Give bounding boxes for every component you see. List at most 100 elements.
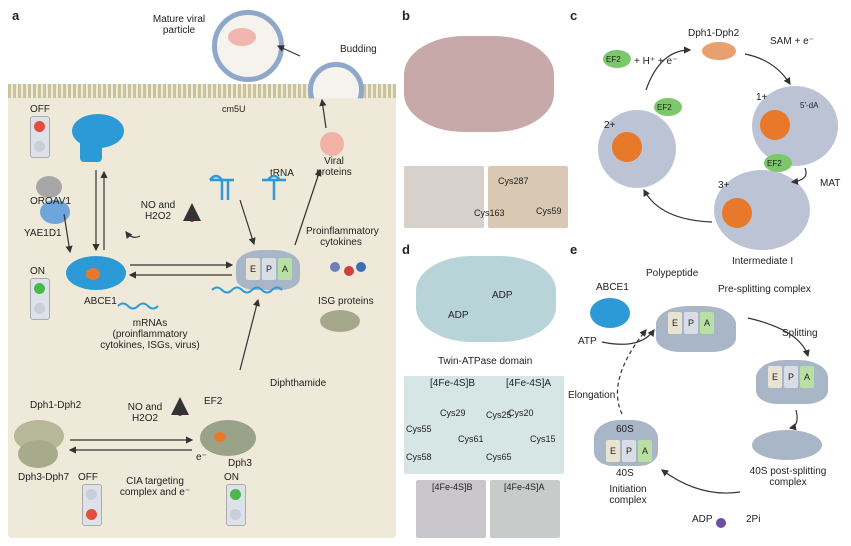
cys29-label: Cys29 xyxy=(440,408,466,418)
s40-label: 40S xyxy=(616,468,634,479)
traffic-light-on-1 xyxy=(30,278,50,320)
cytokine-icon-2 xyxy=(344,266,354,276)
dph-cluster-icon xyxy=(214,432,226,442)
c-ef2-label-2: EF2 xyxy=(657,103,672,112)
traffic-light-off-2 xyxy=(82,484,102,526)
dph3-complex-icon xyxy=(200,420,256,456)
on-label-2: ON xyxy=(224,472,239,483)
yae1d1-label: YAE1D1 xyxy=(24,228,62,239)
traffic-light-on-2 xyxy=(226,484,246,526)
e-site: E xyxy=(246,258,260,280)
e-split-a-site: A xyxy=(800,366,814,388)
adp-label-2: ADP xyxy=(492,290,513,301)
off-label-2: OFF xyxy=(78,472,98,483)
cys163-label: Cys163 xyxy=(474,208,505,218)
c-intermediate-label: Intermediate I xyxy=(732,256,794,267)
budding-label: Budding xyxy=(340,44,377,55)
mature-label: Mature viral particle xyxy=(152,14,206,36)
panel-b-label: b xyxy=(402,8,410,23)
isg-label: ISG proteins xyxy=(318,296,374,307)
c-ef2-label-1: EF2 xyxy=(606,55,621,64)
viral-protein-icon xyxy=(320,132,344,156)
dph37-label: Dph3-Dph7 xyxy=(18,472,70,483)
oroav1-icon xyxy=(36,176,62,198)
adp-label-e: ADP xyxy=(692,514,713,525)
panel-e-label: e xyxy=(570,242,578,257)
twin-atpase-image xyxy=(416,256,556,342)
cys59-label: Cys59 xyxy=(536,206,562,216)
c-ef2-label-3: EF2 xyxy=(767,159,782,168)
c-ef2-icon-2 xyxy=(654,98,682,116)
atp-label: ATP xyxy=(578,336,597,347)
c-cluster-1 xyxy=(612,132,642,162)
cys55-label: Cys55 xyxy=(406,424,432,434)
presplit-label: Pre-splitting complex xyxy=(718,284,811,295)
no-h2o2-label-2: NO and H2O2 xyxy=(127,402,163,424)
e-abce1-icon xyxy=(590,298,630,328)
c-dph12-label: Dph1-Dph2 xyxy=(688,28,740,39)
fe4sB-label-2: [4Fe-4S]B xyxy=(432,482,473,492)
cia-label: CIA targeting complex and e⁻ xyxy=(119,476,191,498)
c-cluster-3 xyxy=(722,198,752,228)
abce1-zoom-image-1 xyxy=(404,166,484,228)
viral-proteins-label: Viral proteins xyxy=(316,156,352,178)
c-ef2-icon-1 xyxy=(603,50,631,68)
isg-icon xyxy=(320,310,360,332)
dph37-icon xyxy=(18,440,58,468)
c-dph12-icon xyxy=(702,42,736,60)
mrnas-label: mRNAs (proinflammatory cytokines, ISGs, … xyxy=(100,318,200,351)
initiation-label: Initiation complex xyxy=(609,484,647,506)
cm5u-label: cm5U xyxy=(222,104,246,114)
fe4sA-label: [4Fe-4S]A xyxy=(506,378,552,389)
proinflammatory-label: Proinflammatory cytokines xyxy=(306,226,379,248)
no-h2o2-label-1: NO and H2O2 xyxy=(140,200,176,222)
trna-label: tRNA xyxy=(270,168,294,179)
fe4sB-zoom-image xyxy=(416,480,486,538)
c-2plus-label: 2+ xyxy=(604,120,616,131)
panel-c-label: c xyxy=(570,8,578,23)
ef2-label-a: EF2 xyxy=(204,396,223,407)
fe4sA-zoom-image xyxy=(490,480,560,538)
eminus-label: e⁻ xyxy=(196,452,207,463)
abce1-surface-image xyxy=(404,36,554,132)
c-1plus-label: 1+ xyxy=(756,92,768,103)
post-split-label: 40S post-splitting complex xyxy=(749,466,827,488)
panel-d-label: d xyxy=(402,242,410,257)
cell-membrane xyxy=(8,84,396,98)
twin-atpase-label: Twin-ATPase domain xyxy=(438,356,533,367)
e-presplit-a-site: A xyxy=(700,312,714,334)
pi-label: 2Pi xyxy=(746,514,761,525)
panel-a-arrows xyxy=(63,45,327,454)
panel-a-label: a xyxy=(12,8,20,23)
fes-cluster-icon xyxy=(86,268,100,280)
e-init-e-site: E xyxy=(606,440,620,462)
c-ef2-icon-3 xyxy=(764,154,792,172)
oroav1-label: OROAV1 xyxy=(30,196,71,207)
s60-label: 60S xyxy=(616,424,634,435)
cys20-label: Cys20 xyxy=(508,408,534,418)
cys65-label: Cys65 xyxy=(486,452,512,462)
cys58-label: Cys58 xyxy=(406,452,432,462)
adp-label-1: ADP xyxy=(448,310,469,321)
c-mat-label: MAT xyxy=(820,178,841,189)
off-label-1: OFF xyxy=(30,104,50,115)
c-sam-label: SAM + e⁻ xyxy=(770,36,814,47)
a-site: A xyxy=(278,258,292,280)
abce1-zoom-image-2 xyxy=(488,166,568,228)
dph12-label: Dph1-Dph2 xyxy=(30,400,82,411)
cytokine-icon-1 xyxy=(330,262,340,272)
c-3plus-label: 3+ xyxy=(718,180,730,191)
fe4sB-label: [4Fe-4S]B xyxy=(430,378,476,389)
polypeptide-label: Polypeptide xyxy=(646,268,699,279)
e-init-p-site: P xyxy=(622,440,636,462)
e-abce1-label: ABCE1 xyxy=(596,282,629,293)
fe4s-structure-image xyxy=(404,376,564,474)
cys15-label: Cys15 xyxy=(530,434,556,444)
splitting-label: Splitting xyxy=(782,328,818,339)
on-label-1: ON xyxy=(30,266,45,277)
traffic-light-off-1 xyxy=(30,116,50,158)
cytokine-icon-3 xyxy=(356,262,366,272)
e-init-a-site: A xyxy=(638,440,652,462)
e-presplit-e-site: E xyxy=(668,312,682,334)
fe4sA-label-2: [4Fe-4S]A xyxy=(504,482,545,492)
